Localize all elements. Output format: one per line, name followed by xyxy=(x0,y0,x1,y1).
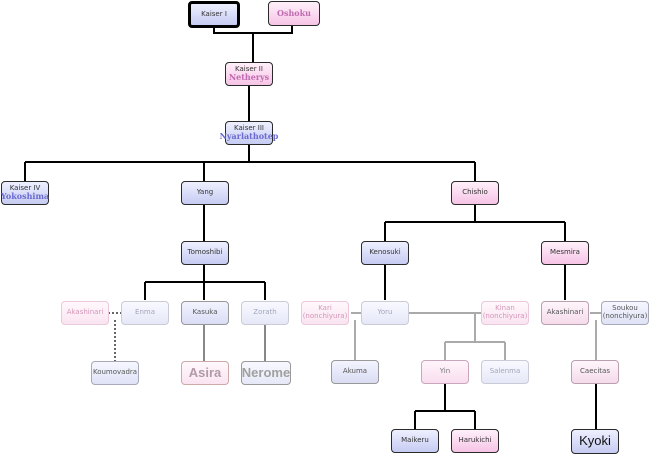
node-label: Zorath xyxy=(253,308,277,317)
node-label: Tomoshibi xyxy=(187,248,223,257)
node-label: Kaiser I xyxy=(201,9,227,18)
node-yin: Yin xyxy=(421,360,469,384)
connector-chishio-children xyxy=(384,205,566,241)
node-label: Harukichi xyxy=(458,436,492,445)
node-asira: Asira xyxy=(181,361,229,385)
node-label: Enma xyxy=(135,308,155,317)
connector-tomoshibi-children xyxy=(144,265,266,300)
node-label: Caecitas xyxy=(580,367,610,376)
node-label: Kaiser II xyxy=(235,64,263,73)
node-nerome: Nerome xyxy=(241,361,291,385)
connector-kaiser3-children xyxy=(24,145,476,181)
node-label: Kaiser III xyxy=(234,123,264,132)
node-label: Akashinari xyxy=(66,308,104,317)
node-label: Kaiser IV xyxy=(9,183,41,192)
node-label: Yin xyxy=(439,367,451,376)
node-label: Akuma xyxy=(342,367,368,376)
node-note: (nonchiyura) xyxy=(482,312,528,320)
node-yang: Yang xyxy=(181,181,229,205)
node-salenma: Salenma xyxy=(481,360,529,384)
node-koumovadra: Koumovadra xyxy=(91,361,139,385)
node-soukou: Soukou(nonchiyura) xyxy=(601,301,649,325)
node-label: Yoru xyxy=(377,308,393,317)
node-label: Akashinari xyxy=(546,308,584,317)
node-mesmira: Mesmira xyxy=(541,241,589,265)
node-label: Oshoku xyxy=(277,8,311,19)
node-tomoshibi: Tomoshibi xyxy=(181,241,229,265)
node-label: Salenma xyxy=(489,367,521,376)
node-sub-label: Nyarlathotep xyxy=(219,131,279,142)
connector-kinan-children xyxy=(444,313,506,360)
node-label: Kyoki xyxy=(579,433,611,449)
node-label: Kasuka xyxy=(192,308,218,317)
node-kinan: Kinan(nonchiyura) xyxy=(481,301,529,325)
node-akashinari-left: Akashinari xyxy=(61,301,109,325)
node-kyoki: Kyoki xyxy=(571,429,619,454)
node-sub-label: Netherys xyxy=(228,72,270,83)
node-zorath: Zorath xyxy=(241,301,289,325)
node-kasuka: Kasuka xyxy=(181,301,229,325)
node-kenosuki: Kenosuki xyxy=(361,241,409,265)
node-label: Nerome xyxy=(241,364,291,380)
node-label: Chishio xyxy=(462,188,488,197)
node-note: (nonchiyura) xyxy=(602,312,648,320)
node-kaiser-1: Kaiser I xyxy=(188,1,240,28)
node-maikeru: Maikeru xyxy=(391,429,439,453)
connector-marriage-kaiser1-oshoku xyxy=(213,26,293,62)
node-yoru: Yoru xyxy=(361,301,409,325)
node-label: Mesmira xyxy=(550,248,580,257)
connector-yin-children xyxy=(414,384,476,429)
node-chishio: Chishio xyxy=(451,181,499,205)
node-label: Kari xyxy=(318,304,332,313)
node-label: Kinan xyxy=(495,304,515,313)
node-note: (nonchiyura) xyxy=(302,312,348,320)
node-label: Maikeru xyxy=(401,436,429,445)
node-akashinari-right: Akashinari xyxy=(541,301,589,325)
node-label: Koumovadra xyxy=(92,368,138,377)
node-enma: Enma xyxy=(121,301,169,325)
node-akuma: Akuma xyxy=(331,360,379,384)
node-sub-label: Yokoshima xyxy=(0,191,50,202)
node-harukichi: Harukichi xyxy=(451,429,499,453)
node-label: Kenosuki xyxy=(369,248,401,257)
node-caecitas: Caecitas xyxy=(571,360,619,384)
node-oshoku: Oshoku xyxy=(268,1,320,26)
node-label: Soukou xyxy=(612,304,638,313)
node-label: Asira xyxy=(188,364,222,380)
node-label: Yang xyxy=(196,188,214,197)
node-kari: Kari(nonchiyura) xyxy=(301,301,349,325)
